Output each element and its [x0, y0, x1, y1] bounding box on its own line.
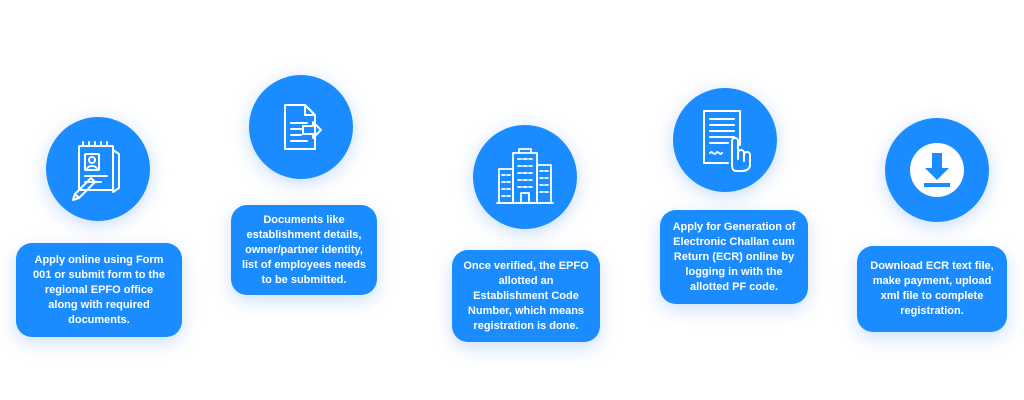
step-3-icon-circle	[473, 125, 577, 229]
step-4-description: Apply for Generation of Electronic Chall…	[660, 210, 808, 304]
document-submit-icon	[284, 104, 322, 150]
step-1-icon-circle	[46, 117, 150, 221]
step-2-description: Documents like establishment details, ow…	[231, 205, 377, 295]
application-form-icon	[72, 141, 120, 201]
step-4-icon-circle	[673, 88, 777, 192]
step-5-icon-circle	[885, 118, 989, 222]
step-3-description: Once verified, the EPFO allotted an Esta…	[452, 250, 600, 342]
office-building-icon	[496, 148, 554, 204]
download-icon	[910, 143, 964, 197]
ecr-document-hand-icon	[703, 110, 751, 172]
step-1-description: Apply online using Form 001 or submit fo…	[16, 243, 182, 337]
step-2-icon-circle	[249, 75, 353, 179]
step-5-description: Download ECR text file, make payment, up…	[857, 246, 1007, 332]
